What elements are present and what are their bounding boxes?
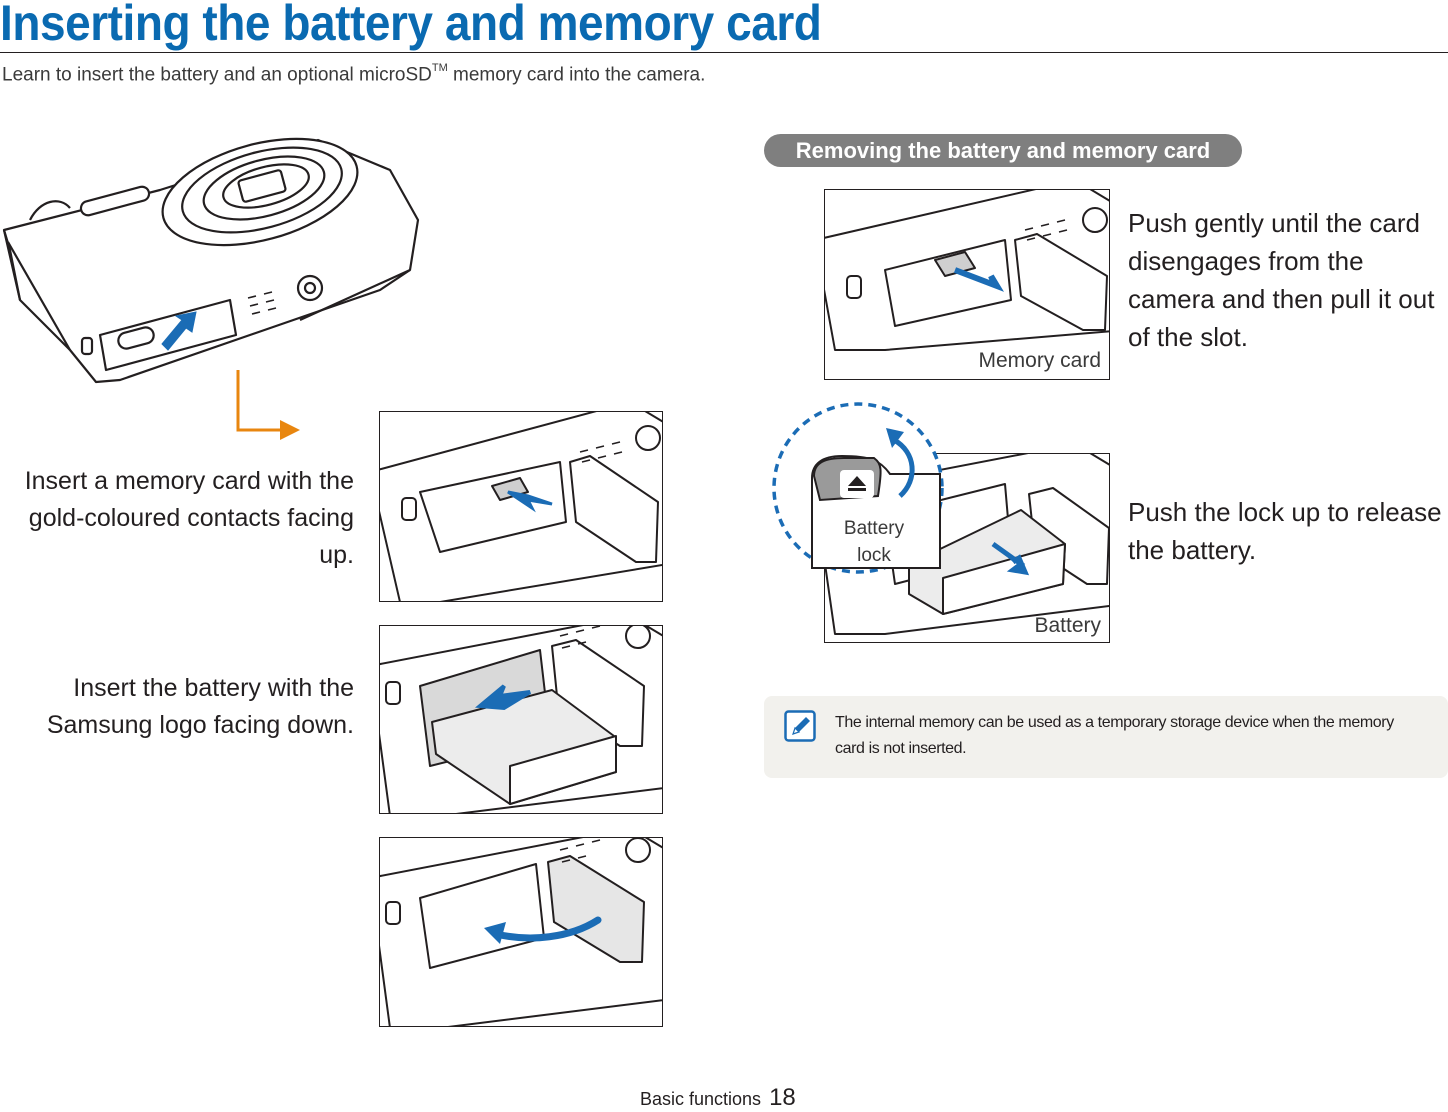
memory-card-label: Memory card	[978, 349, 1101, 372]
subtitle-text-end: memory card into the camera.	[447, 64, 706, 86]
battery-lock-label-line2: lock	[857, 545, 891, 566]
title-divider	[0, 52, 1448, 53]
page-subtitle: Learn to insert the battery and an optio…	[2, 62, 706, 86]
trademark-mark: TM	[431, 62, 448, 74]
note-text: The internal memory can be used as a tem…	[835, 714, 1394, 757]
insert-battery-figure	[379, 625, 663, 814]
note-pencil-icon	[784, 710, 816, 742]
battery-lock-label: Battery lock	[836, 515, 912, 569]
battery-lock-callout	[770, 400, 950, 580]
insert-memory-card-figure	[379, 411, 663, 602]
footer-section: Basic functions	[640, 1089, 762, 1109]
battery-label: Battery	[1034, 614, 1101, 637]
subtitle-text: Learn to insert the battery and an optio…	[2, 64, 432, 86]
camera-overview-illustration	[0, 130, 430, 390]
note-box	[764, 696, 1448, 778]
section-header: Removing the battery and memory card	[764, 134, 1242, 167]
battery-lock-label-line1: Battery	[843, 518, 905, 539]
remove-battery-caption: Push the lock up to release the battery.	[1128, 497, 1442, 565]
insert-battery-caption: Insert the battery with the Samsung logo…	[46, 674, 354, 739]
remove-memory-card-caption: Push gently until the card disengages fr…	[1128, 208, 1435, 352]
page-title: Inserting the battery and memory card	[0, 0, 822, 51]
insert-memory-card-caption: Insert a memory card with the gold-colou…	[24, 467, 354, 569]
guide-arrow	[236, 370, 300, 440]
remove-memory-card-figure: Memory card	[824, 189, 1110, 380]
close-cover-figure	[379, 837, 663, 1027]
